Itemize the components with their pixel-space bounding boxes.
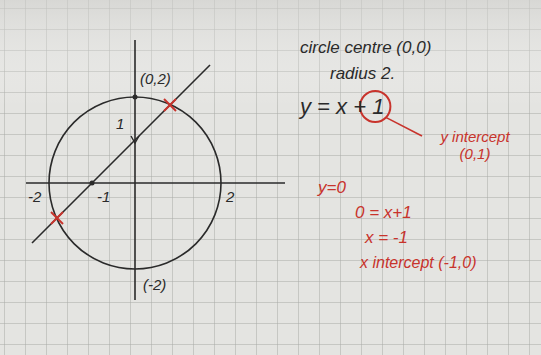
axis-tick-label: -1 [97,188,110,205]
axis-tick-label: 1 [116,115,124,132]
working-text: x intercept (-1,0) [360,254,476,272]
circle-curve [49,97,221,269]
axis-tick-label: 2 [226,188,234,205]
point-dot [133,95,138,100]
leader-line [386,117,422,136]
tick-arrow [131,136,139,143]
x-axis [26,182,285,184]
axis-tick-label: -2 [28,188,41,205]
working-text: y=0 [318,178,346,198]
note-text: radius 2. [330,64,395,84]
intercept-dot [90,181,95,186]
intersection-cross [51,99,176,224]
point-label: (0,2) [140,70,171,87]
working-text: 0 = x+1 [355,203,412,223]
working-text: x = -1 [365,228,408,248]
axis-tick-label: (-2) [143,276,166,293]
note-text: y intercept (0,1) [425,128,525,163]
y-axis [134,40,136,300]
note-text: circle centre (0,0) [300,38,431,58]
equation-text: y = x + 1 [300,94,384,119]
straight-line [32,65,210,243]
